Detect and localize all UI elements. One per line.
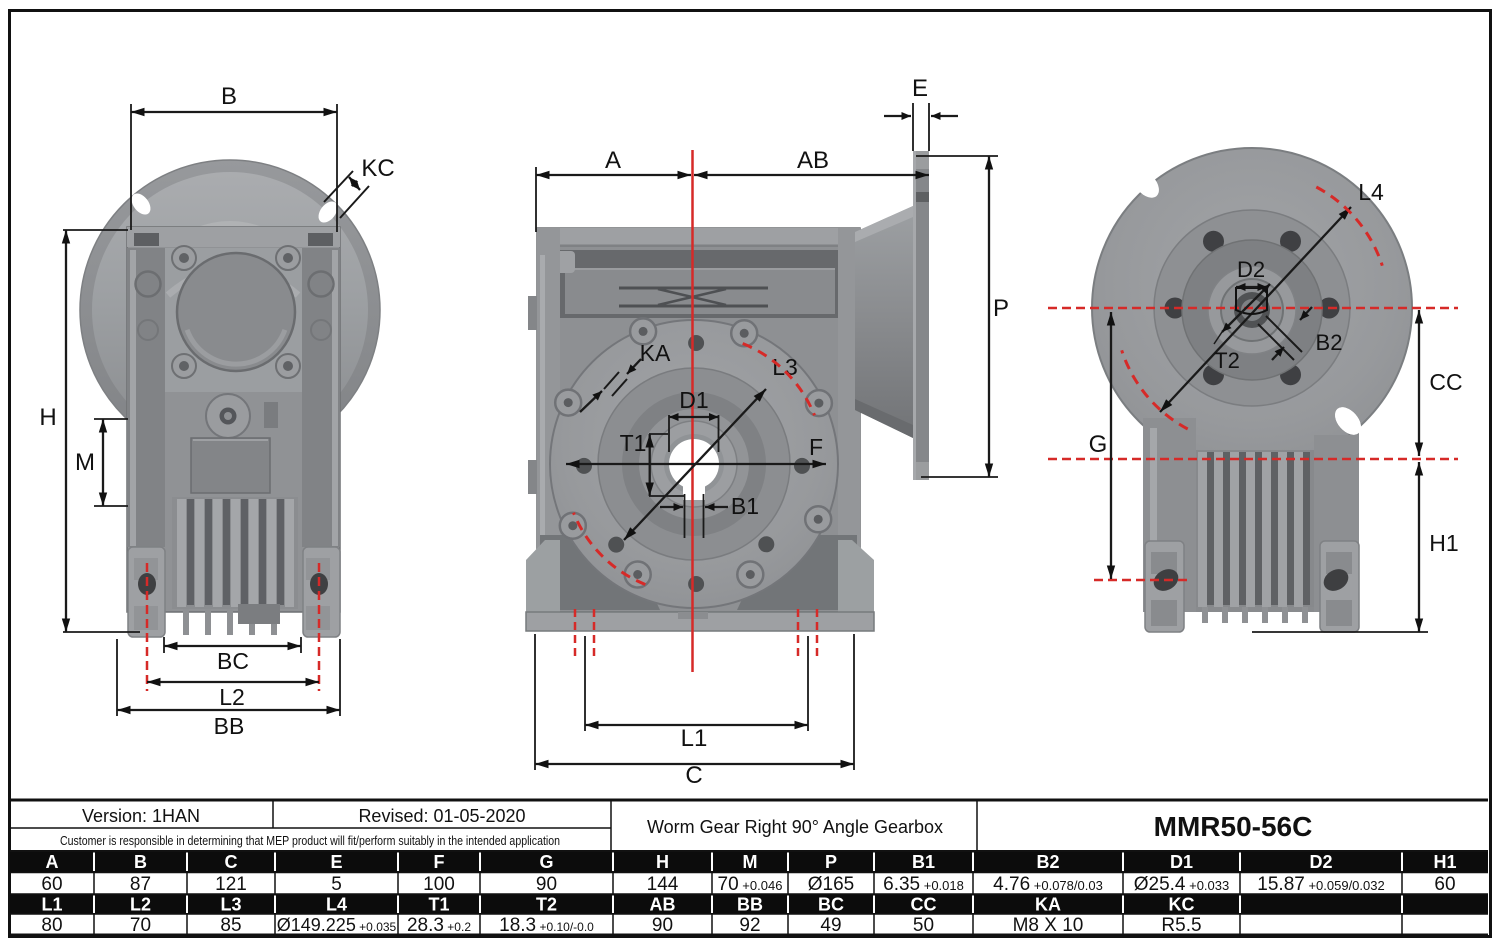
svg-text:MMR50-56C: MMR50-56C: [1154, 811, 1313, 842]
svg-text:144: 144: [647, 874, 679, 895]
svg-text:KA: KA: [640, 340, 671, 366]
svg-text:T2: T2: [1214, 348, 1240, 373]
svg-text:90: 90: [652, 915, 673, 936]
svg-text:A: A: [605, 147, 621, 174]
svg-text:F: F: [809, 434, 823, 460]
svg-text:B2: B2: [1316, 330, 1343, 355]
svg-text:L3: L3: [772, 354, 798, 380]
svg-text:15.87 +0.059/0.032: 15.87 +0.059/0.032: [1257, 874, 1384, 895]
svg-text:60: 60: [1434, 874, 1455, 895]
svg-text:R5.5: R5.5: [1161, 915, 1201, 936]
svg-text:60: 60: [41, 874, 62, 895]
svg-text:Ø25.4 +0.033: Ø25.4 +0.033: [1134, 874, 1230, 895]
svg-text:B: B: [134, 852, 147, 872]
svg-text:P: P: [825, 852, 837, 872]
svg-text:BC: BC: [818, 895, 844, 915]
svg-text:L3: L3: [220, 895, 241, 915]
svg-text:G: G: [1089, 431, 1108, 458]
svg-text:L4: L4: [326, 895, 347, 915]
svg-text:Revised: 01-05-2020: Revised: 01-05-2020: [358, 806, 525, 826]
svg-text:70 +0.046: 70 +0.046: [718, 874, 783, 895]
svg-text:C: C: [225, 852, 238, 872]
svg-text:121: 121: [215, 874, 247, 895]
svg-text:Customer is responsible in det: Customer is responsible in determining t…: [60, 833, 560, 848]
svg-text:BB: BB: [214, 713, 245, 739]
svg-text:KC: KC: [361, 155, 394, 182]
svg-text:T1: T1: [428, 895, 449, 915]
svg-text:50: 50: [913, 915, 934, 936]
svg-text:D2: D2: [1237, 257, 1265, 282]
svg-text:92: 92: [739, 915, 760, 936]
svg-text:D1: D1: [679, 387, 708, 413]
svg-text:L2: L2: [219, 684, 245, 710]
svg-text:L4: L4: [1358, 179, 1384, 205]
svg-text:CC: CC: [911, 895, 937, 915]
svg-text:Ø165: Ø165: [808, 874, 854, 895]
svg-text:B: B: [221, 83, 237, 110]
svg-text:D1: D1: [1170, 852, 1193, 872]
svg-text:100: 100: [423, 874, 455, 895]
svg-text:AB: AB: [650, 895, 676, 915]
svg-text:L1: L1: [41, 895, 62, 915]
svg-text:Version: 1HAN: Version: 1HAN: [82, 806, 200, 826]
svg-text:L1: L1: [681, 725, 708, 752]
svg-text:B1: B1: [912, 852, 935, 872]
svg-text:G: G: [539, 852, 553, 872]
svg-text:H1: H1: [1433, 852, 1456, 872]
svg-text:Worm Gear Right 90° Angle Gear: Worm Gear Right 90° Angle Gearbox: [647, 817, 943, 837]
svg-text:6.35 +0.018: 6.35 +0.018: [883, 874, 964, 895]
svg-text:BC: BC: [217, 648, 249, 674]
svg-text:M: M: [75, 449, 95, 476]
svg-text:T2: T2: [536, 895, 557, 915]
svg-text:80: 80: [41, 915, 62, 936]
svg-text:H: H: [39, 404, 56, 431]
svg-text:B2: B2: [1036, 852, 1059, 872]
svg-text:F: F: [434, 852, 445, 872]
svg-text:5: 5: [331, 874, 342, 895]
svg-text:Ø149.225 +0.035: Ø149.225 +0.035: [277, 915, 397, 935]
svg-text:BB: BB: [737, 895, 763, 915]
svg-text:28.3 +0.2: 28.3 +0.2: [407, 915, 471, 936]
svg-text:D2: D2: [1309, 852, 1332, 872]
svg-text:E: E: [330, 852, 342, 872]
svg-text:B1: B1: [731, 493, 759, 519]
svg-text:C: C: [685, 762, 702, 789]
svg-text:49: 49: [820, 915, 841, 936]
svg-text:H: H: [656, 852, 669, 872]
svg-text:M8 X 10: M8 X 10: [1013, 915, 1084, 936]
svg-text:A: A: [46, 852, 59, 872]
svg-text:90: 90: [536, 874, 557, 895]
svg-text:T1: T1: [620, 430, 647, 456]
svg-text:18.3 +0.10/-0.0: 18.3 +0.10/-0.0: [499, 915, 594, 936]
svg-text:M: M: [743, 852, 758, 872]
svg-text:4.76 +0.078/0.03: 4.76 +0.078/0.03: [993, 874, 1103, 895]
svg-text:H1: H1: [1429, 530, 1458, 556]
svg-text:87: 87: [130, 874, 151, 895]
svg-text:CC: CC: [1429, 369, 1462, 395]
svg-text:85: 85: [220, 915, 241, 936]
svg-text:AB: AB: [797, 147, 829, 174]
svg-text:E: E: [912, 75, 928, 102]
svg-text:KC: KC: [1169, 895, 1195, 915]
svg-text:KA: KA: [1035, 895, 1061, 915]
svg-text:L2: L2: [130, 895, 151, 915]
svg-text:P: P: [993, 295, 1009, 322]
svg-text:70: 70: [130, 915, 151, 936]
